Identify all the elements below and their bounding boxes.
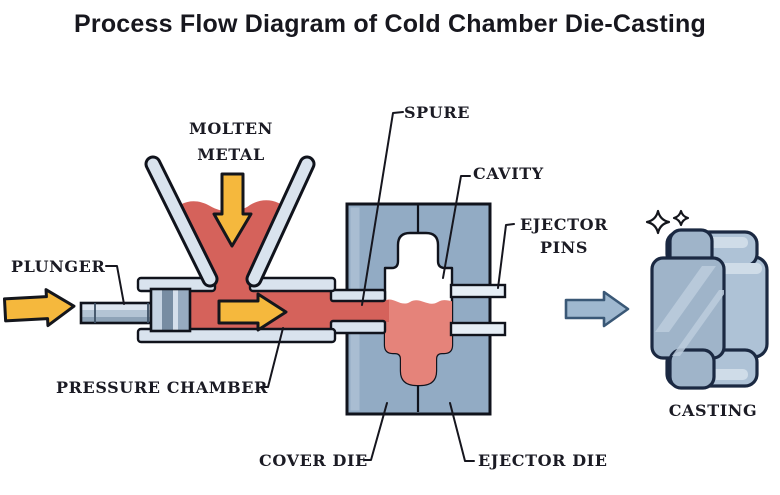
- rod-band-top: [81, 303, 151, 310]
- label-pressure-chamber: PRESSURE CHAMBER: [56, 378, 268, 397]
- cavity-leader-line: [442, 175, 471, 279]
- ejector-die-leader-line: [449, 402, 475, 462]
- ejector-pins-shapes: [449, 283, 507, 337]
- cover-die-leader-line: [363, 402, 388, 461]
- label-plunger: PLUNGER: [11, 257, 106, 276]
- spure-leader-line: [361, 111, 404, 306]
- label-spure: SPURE: [404, 103, 471, 122]
- casting-front-face: [650, 228, 726, 390]
- pressure-chamber-leader-line: [260, 327, 284, 388]
- rod-segment-lines: [94, 303, 149, 323]
- metal-flow-arrow-icon: [217, 292, 288, 332]
- plunger-leader-line: [105, 265, 125, 305]
- rod-band-bottom: [81, 317, 151, 323]
- casting-face-bottom-tab: [668, 348, 716, 390]
- casting-face-streaks: [655, 266, 724, 356]
- output-arrow-icon: [564, 290, 630, 328]
- page-title: Process Flow Diagram of Cold Chamber Die…: [74, 10, 706, 38]
- leader-lines: [105, 111, 515, 462]
- label-casting: CASTING: [668, 401, 758, 420]
- piston-band-1: [151, 289, 162, 331]
- flow-arrows: [2, 172, 288, 332]
- casting-illustration: [645, 209, 769, 390]
- casting-streak-2: [672, 290, 724, 356]
- runner-wall-top: [329, 288, 387, 303]
- funnel-wall-right: [248, 158, 313, 285]
- runner-wall-bottom: [329, 319, 387, 335]
- piston-band-3: [173, 289, 178, 331]
- piston-outline: [149, 287, 192, 333]
- ejector-pins-leader-line: [497, 223, 515, 289]
- label-ejector-die: EJECTOR DIE: [478, 451, 608, 470]
- plunger-piston: [149, 287, 192, 333]
- label-cavity: CAVITY: [473, 164, 544, 183]
- piston-band-2: [162, 289, 173, 331]
- label-cover-die: COVER DIE: [259, 451, 368, 470]
- casting-streak-1: [655, 266, 716, 332]
- runner-molten-fill: [333, 300, 389, 322]
- plunger-push-arrow-icon: [2, 288, 76, 328]
- pour-down-arrow-icon: [212, 172, 253, 248]
- plunger-assembly: [79, 287, 192, 333]
- ejector-pin-top: [449, 283, 507, 299]
- runner-walls: [329, 288, 387, 335]
- plunger-rod: [79, 301, 153, 325]
- funnel-wall-left: [147, 158, 216, 285]
- rod-band-mid: [81, 310, 151, 317]
- piston-band-4: [178, 289, 190, 331]
- label-molten-metal: MOLTEN METAL: [189, 119, 273, 165]
- sparkle-icon: [672, 209, 690, 227]
- ejector-pin-bottom: [449, 321, 507, 337]
- label-ejector-pins: EJECTOR PINS: [519, 215, 609, 258]
- sparkle-icon: [645, 209, 671, 235]
- pouring-funnel: [144, 155, 316, 288]
